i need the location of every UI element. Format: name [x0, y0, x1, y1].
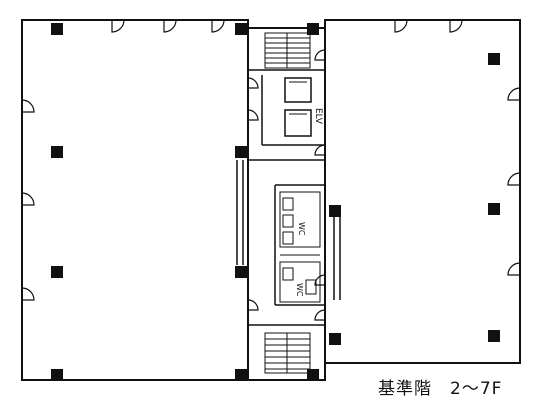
floor-caption: 基準階 2～7F — [378, 379, 503, 399]
left-office-area — [21, 19, 249, 381]
door-swings — [21, 19, 521, 321]
elevator-label: ELV — [313, 108, 323, 125]
core-interior — [236, 69, 341, 326]
elevator-shafts — [284, 77, 312, 137]
core-area — [247, 27, 326, 381]
wc-upper-label: WC — [297, 222, 306, 236]
wc-lower-label: WC — [295, 283, 304, 297]
wc-fixtures — [279, 191, 321, 303]
upper-stair — [264, 32, 311, 69]
right-office-area — [324, 19, 521, 364]
structural-columns — [51, 23, 500, 381]
lower-stair — [264, 332, 311, 374]
